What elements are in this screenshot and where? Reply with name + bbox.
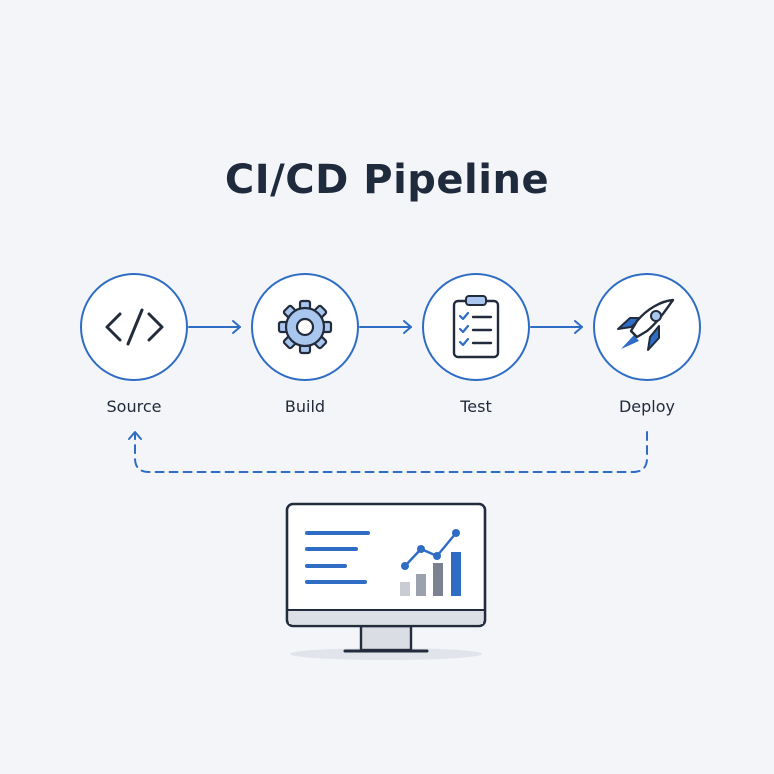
clipboard-checklist-icon (452, 295, 500, 359)
stage-label-test: Test (460, 397, 492, 416)
arrow-test-to-deploy (530, 320, 583, 334)
arrow-source-to-build (188, 320, 241, 334)
gear-icon (277, 299, 333, 355)
arrow-build-to-test (359, 320, 412, 334)
monitor-dashboard-icon (285, 502, 487, 660)
code-brackets-icon (105, 308, 164, 346)
rocket-icon (617, 298, 675, 351)
feedback-loop-arrow (128, 431, 648, 473)
stage-label-build: Build (284, 397, 326, 416)
diagram-title: CI/CD Pipeline (224, 157, 550, 203)
stage-label-deploy: Deploy (618, 397, 676, 416)
stage-label-source: Source (106, 397, 162, 416)
